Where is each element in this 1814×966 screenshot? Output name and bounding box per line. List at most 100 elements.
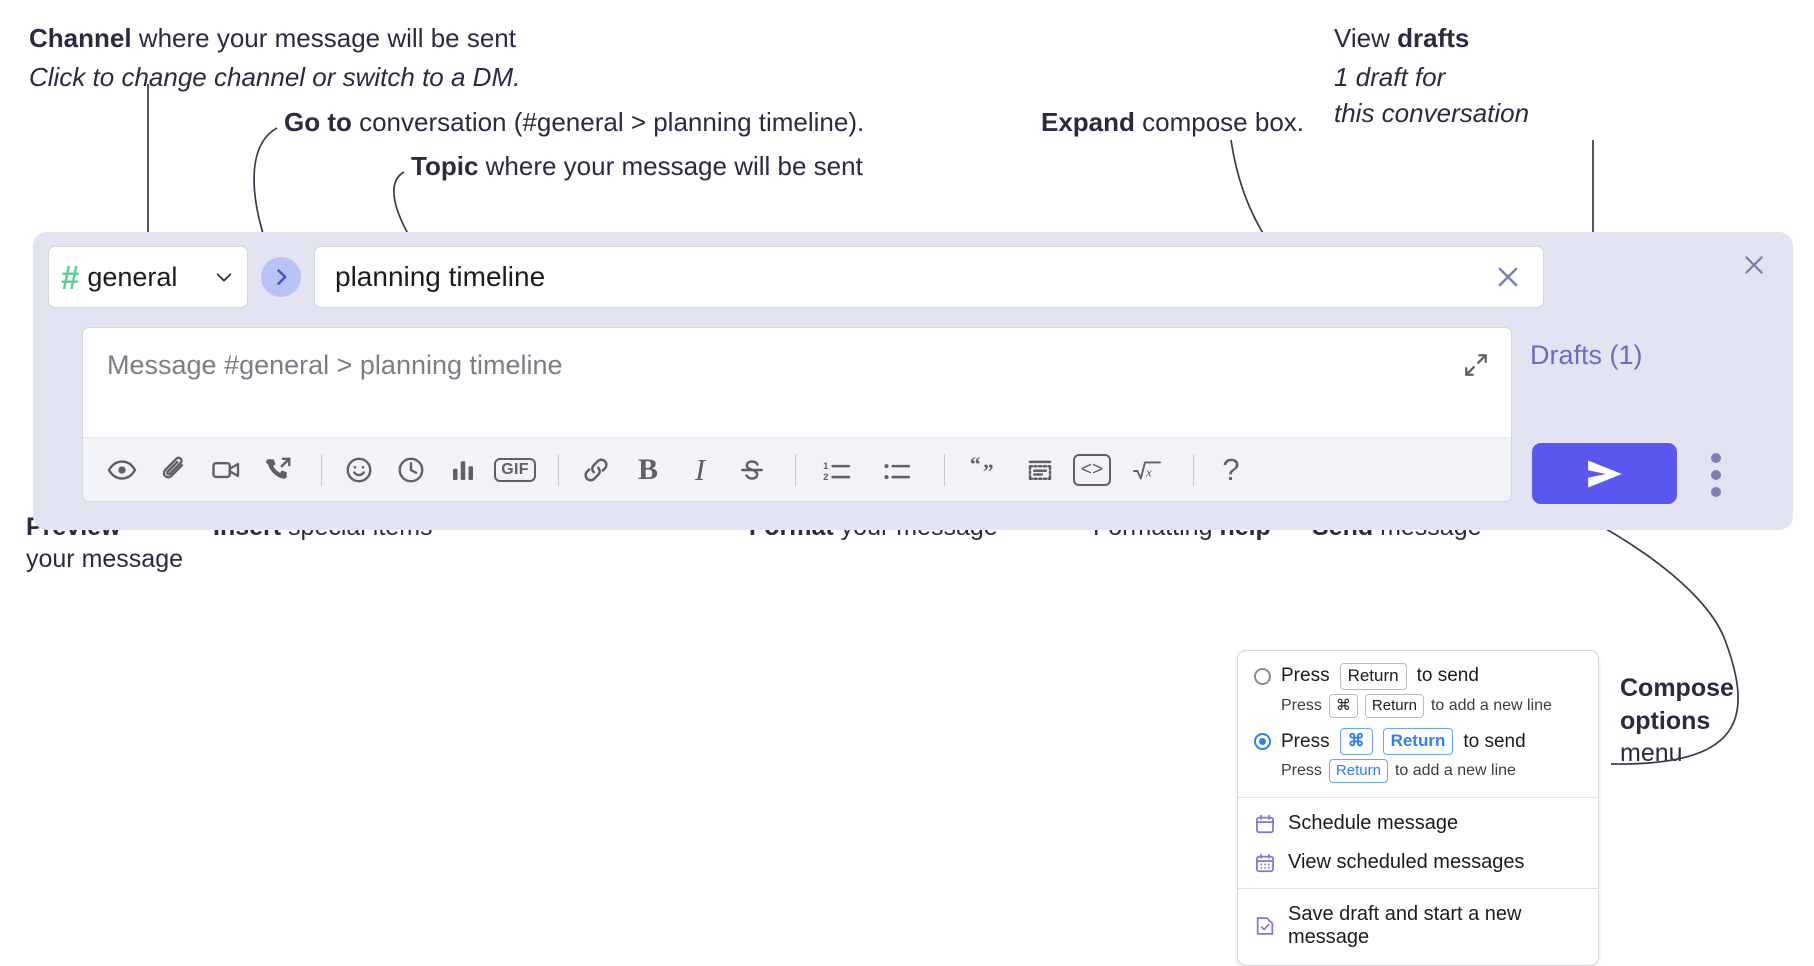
- key-return: Return: [1339, 663, 1407, 690]
- calendar-icon: [1256, 814, 1274, 833]
- compose-options-menu: Press Return to send Press ⌘ Return to a…: [1237, 650, 1599, 966]
- toolbar-divider: [1193, 453, 1194, 486]
- draft-check-icon: [1256, 917, 1274, 936]
- close-icon[interactable]: [1737, 248, 1771, 282]
- bulleted-list-icon: [884, 463, 911, 479]
- smiley-icon: [346, 457, 372, 482]
- send-paper-plane-icon: [1587, 459, 1622, 488]
- annotation-drafts: View drafts 1 draft for this conversatio…: [1334, 23, 1530, 128]
- send-mode-option-cmd-return[interactable]: Press ⌘ Return to send: [1254, 728, 1584, 756]
- svg-text:“: “: [970, 455, 981, 476]
- menu-item-label: View scheduled messages: [1288, 851, 1525, 874]
- draft-group: Save draft and start a new message: [1238, 889, 1598, 965]
- blockquote-button[interactable]: “ ”: [959, 447, 1011, 493]
- question-mark-icon: ?: [1222, 452, 1240, 487]
- compose-header-row: # general: [48, 246, 1544, 308]
- expand-icon[interactable]: [1459, 348, 1493, 382]
- menu-item-label: Save draft and start a new message: [1288, 903, 1522, 949]
- topic-field[interactable]: [314, 246, 1544, 308]
- send-mode-hint-return: Press ⌘ Return to add a new line: [1281, 693, 1584, 719]
- schedule-group: Schedule message View scheduled messages: [1238, 798, 1598, 888]
- send-mode-hint-cmd-return: Press Return to add a new line: [1281, 759, 1584, 784]
- key-return: Return: [1328, 759, 1388, 784]
- channel-selector[interactable]: # general: [48, 246, 248, 308]
- code-block-button[interactable]: [1017, 447, 1063, 493]
- hint-press-label: Press: [1281, 762, 1322, 780]
- svg-text:1: 1: [823, 460, 829, 471]
- italic-button[interactable]: I: [677, 447, 723, 493]
- formatting-help-button[interactable]: ?: [1208, 447, 1254, 493]
- math-button[interactable]: x: [1121, 447, 1173, 493]
- key-return: Return: [1382, 728, 1454, 756]
- video-camera-icon: [212, 461, 240, 478]
- radio-icon[interactable]: [1254, 733, 1271, 751]
- hash-icon: #: [61, 258, 80, 296]
- square-root-icon: x: [1133, 460, 1161, 479]
- svg-text:x: x: [1145, 464, 1152, 479]
- radio-icon[interactable]: [1254, 667, 1271, 685]
- menu-item-label: Schedule message: [1288, 812, 1459, 835]
- annotation-expand: Expand compose box.: [1041, 107, 1305, 137]
- drafts-link[interactable]: Drafts (1): [1530, 340, 1643, 370]
- formatting-toolbar: GIF B I: [83, 437, 1511, 501]
- menu-item-schedule-message[interactable]: Schedule message: [1238, 804, 1598, 843]
- code-button[interactable]: <>: [1069, 447, 1115, 493]
- more-options-dot: [1711, 487, 1721, 497]
- toolbar-divider: [558, 453, 559, 486]
- preview-button[interactable]: [99, 447, 145, 493]
- annotation-compose-options: Compose options menu: [1620, 674, 1734, 767]
- bold-icon: B: [637, 452, 658, 486]
- bar-chart-icon: [453, 460, 473, 480]
- hint-suffix: to add a new line: [1430, 697, 1552, 715]
- menu-item-save-draft[interactable]: Save draft and start a new message: [1238, 895, 1598, 957]
- ordered-list-button[interactable]: 1 2: [810, 447, 864, 493]
- annotation-topic: Topic where your message will be sent: [411, 151, 863, 181]
- goto-conversation-button[interactable]: [261, 257, 301, 297]
- bold-button[interactable]: B: [625, 447, 671, 493]
- slack-compose-annotated-diagram: Channel where your message will be sent …: [26, 23, 1793, 966]
- send-button[interactable]: [1532, 443, 1677, 504]
- phone-call-icon: [266, 457, 291, 479]
- message-placeholder: Message #general > planning timeline: [107, 350, 563, 380]
- svg-text:”: ”: [983, 459, 994, 483]
- send-mode-section: Press Return to send Press ⌘ Return to a…: [1238, 651, 1598, 797]
- bulleted-list-button[interactable]: [870, 447, 924, 493]
- emoji-button[interactable]: [336, 447, 382, 493]
- send-mode-suffix: to send: [1416, 665, 1479, 687]
- poll-button[interactable]: [440, 447, 486, 493]
- video-clip-button[interactable]: [203, 447, 249, 493]
- audio-clip-button[interactable]: [255, 447, 301, 493]
- toolbar-divider: [321, 453, 322, 486]
- reminder-button[interactable]: [388, 447, 434, 493]
- gif-button[interactable]: GIF: [492, 447, 538, 493]
- strikethrough-button[interactable]: [729, 447, 775, 493]
- message-box: Message #general > planning timeline: [82, 327, 1512, 502]
- toolbar-divider: [795, 453, 796, 486]
- compose-panel: # general Message #general > planning ti…: [33, 232, 1793, 530]
- channel-name: general: [87, 261, 178, 292]
- key-return: Return: [1364, 693, 1424, 719]
- chevron-down-icon: [213, 266, 235, 288]
- code-block-icon: [1028, 460, 1052, 480]
- menu-item-view-scheduled-messages[interactable]: View scheduled messages: [1238, 843, 1598, 882]
- link-button[interactable]: [573, 447, 619, 493]
- attach-button[interactable]: [151, 447, 197, 493]
- hint-press-label: Press: [1281, 697, 1322, 715]
- key-command: ⌘: [1328, 693, 1358, 719]
- calendar-grid-icon: [1256, 853, 1274, 872]
- annotation-channel: Channel where your message will be sent …: [29, 23, 521, 92]
- menu-divider: [1238, 888, 1598, 890]
- compose-options-button[interactable]: [1705, 452, 1727, 498]
- clock-icon: [398, 457, 424, 482]
- annotation-goto: Go to conversation (#general > planning …: [284, 107, 865, 137]
- eye-icon: [107, 459, 137, 480]
- key-command: ⌘: [1339, 728, 1373, 756]
- send-mode-option-return[interactable]: Press Return to send: [1254, 663, 1584, 690]
- more-options-dot: [1711, 453, 1721, 463]
- strikethrough-icon: [741, 459, 763, 480]
- message-input-area[interactable]: Message #general > planning timeline: [83, 328, 1511, 438]
- more-options-dot: [1711, 470, 1721, 480]
- close-icon[interactable]: [1491, 260, 1525, 294]
- gif-icon: GIF: [494, 457, 536, 482]
- topic-input[interactable]: [333, 260, 1491, 294]
